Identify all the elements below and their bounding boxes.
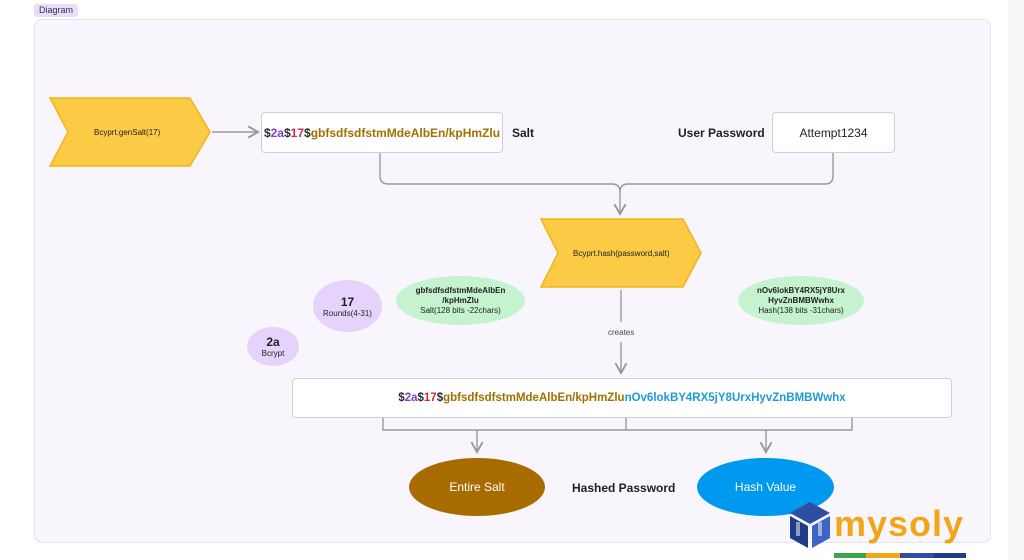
- logo-text: mysoly: [834, 503, 965, 544]
- diagram-tag: Diagram: [34, 4, 79, 17]
- salt-label: Salt: [512, 126, 535, 140]
- hash-fn-label: Bcyprt.hash(password,salt): [573, 249, 670, 258]
- logo-bar-navy: [934, 553, 966, 558]
- creates-label: creates: [608, 328, 635, 337]
- hash-shape: [539, 218, 702, 288]
- mysoly-logo-icon: [790, 502, 830, 548]
- gensalt-shape: [48, 97, 211, 167]
- gensalt-label: Bcyprt.genSalt(17): [94, 128, 161, 137]
- hashed-password-label: Hashed Password: [572, 481, 676, 495]
- page-edge: [1008, 0, 1024, 560]
- user-password-box: Attempt1234: [772, 112, 895, 153]
- salt-string-box: $2a$17$gbfsdfsdfstmMdeAlbEn/kpHmZlu: [261, 112, 503, 153]
- logo-bar-blue: [900, 553, 934, 558]
- user-password-label: User Password: [678, 126, 765, 140]
- entire-salt-oval: Entire Salt: [409, 458, 545, 516]
- logo-bar-green: [834, 553, 866, 558]
- logo-bar-orange: [866, 553, 900, 558]
